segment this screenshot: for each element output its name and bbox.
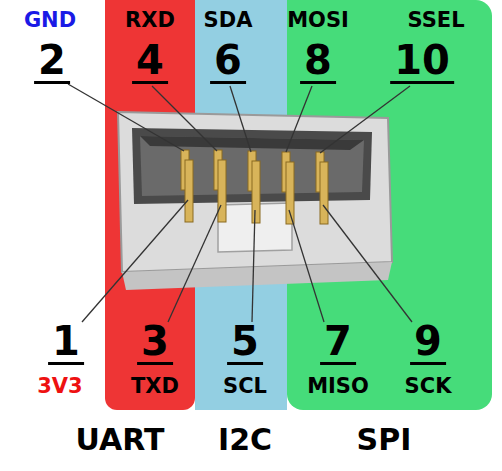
pin-number: 8 [300, 40, 336, 84]
pin-number: 5 [227, 321, 263, 365]
pin-number: 6 [210, 40, 246, 84]
pin-name: MISO [307, 376, 369, 397]
pin-number: 7 [320, 321, 356, 365]
pin-number: 3 [137, 321, 173, 365]
pin-name: SCL [223, 376, 267, 397]
pin-name: GND [24, 10, 76, 31]
group-label: UART [76, 425, 165, 455]
pin-number: 2 [34, 40, 70, 84]
pin-name: SSEL [407, 10, 464, 31]
pin-number: 10 [390, 40, 454, 84]
pin-name: RXD [125, 10, 175, 31]
pin-name: MOSI [287, 10, 349, 31]
pin-number: 1 [48, 321, 84, 365]
pin-name: TXD [131, 376, 179, 397]
pin-name: SDA [204, 10, 253, 31]
pin-number: 4 [132, 40, 168, 84]
pin-number: 9 [410, 321, 446, 365]
group-label: I2C [218, 425, 272, 455]
pin-name: SCK [405, 376, 452, 397]
group-label: SPI [357, 425, 412, 455]
pin-name: 3V3 [37, 376, 82, 397]
